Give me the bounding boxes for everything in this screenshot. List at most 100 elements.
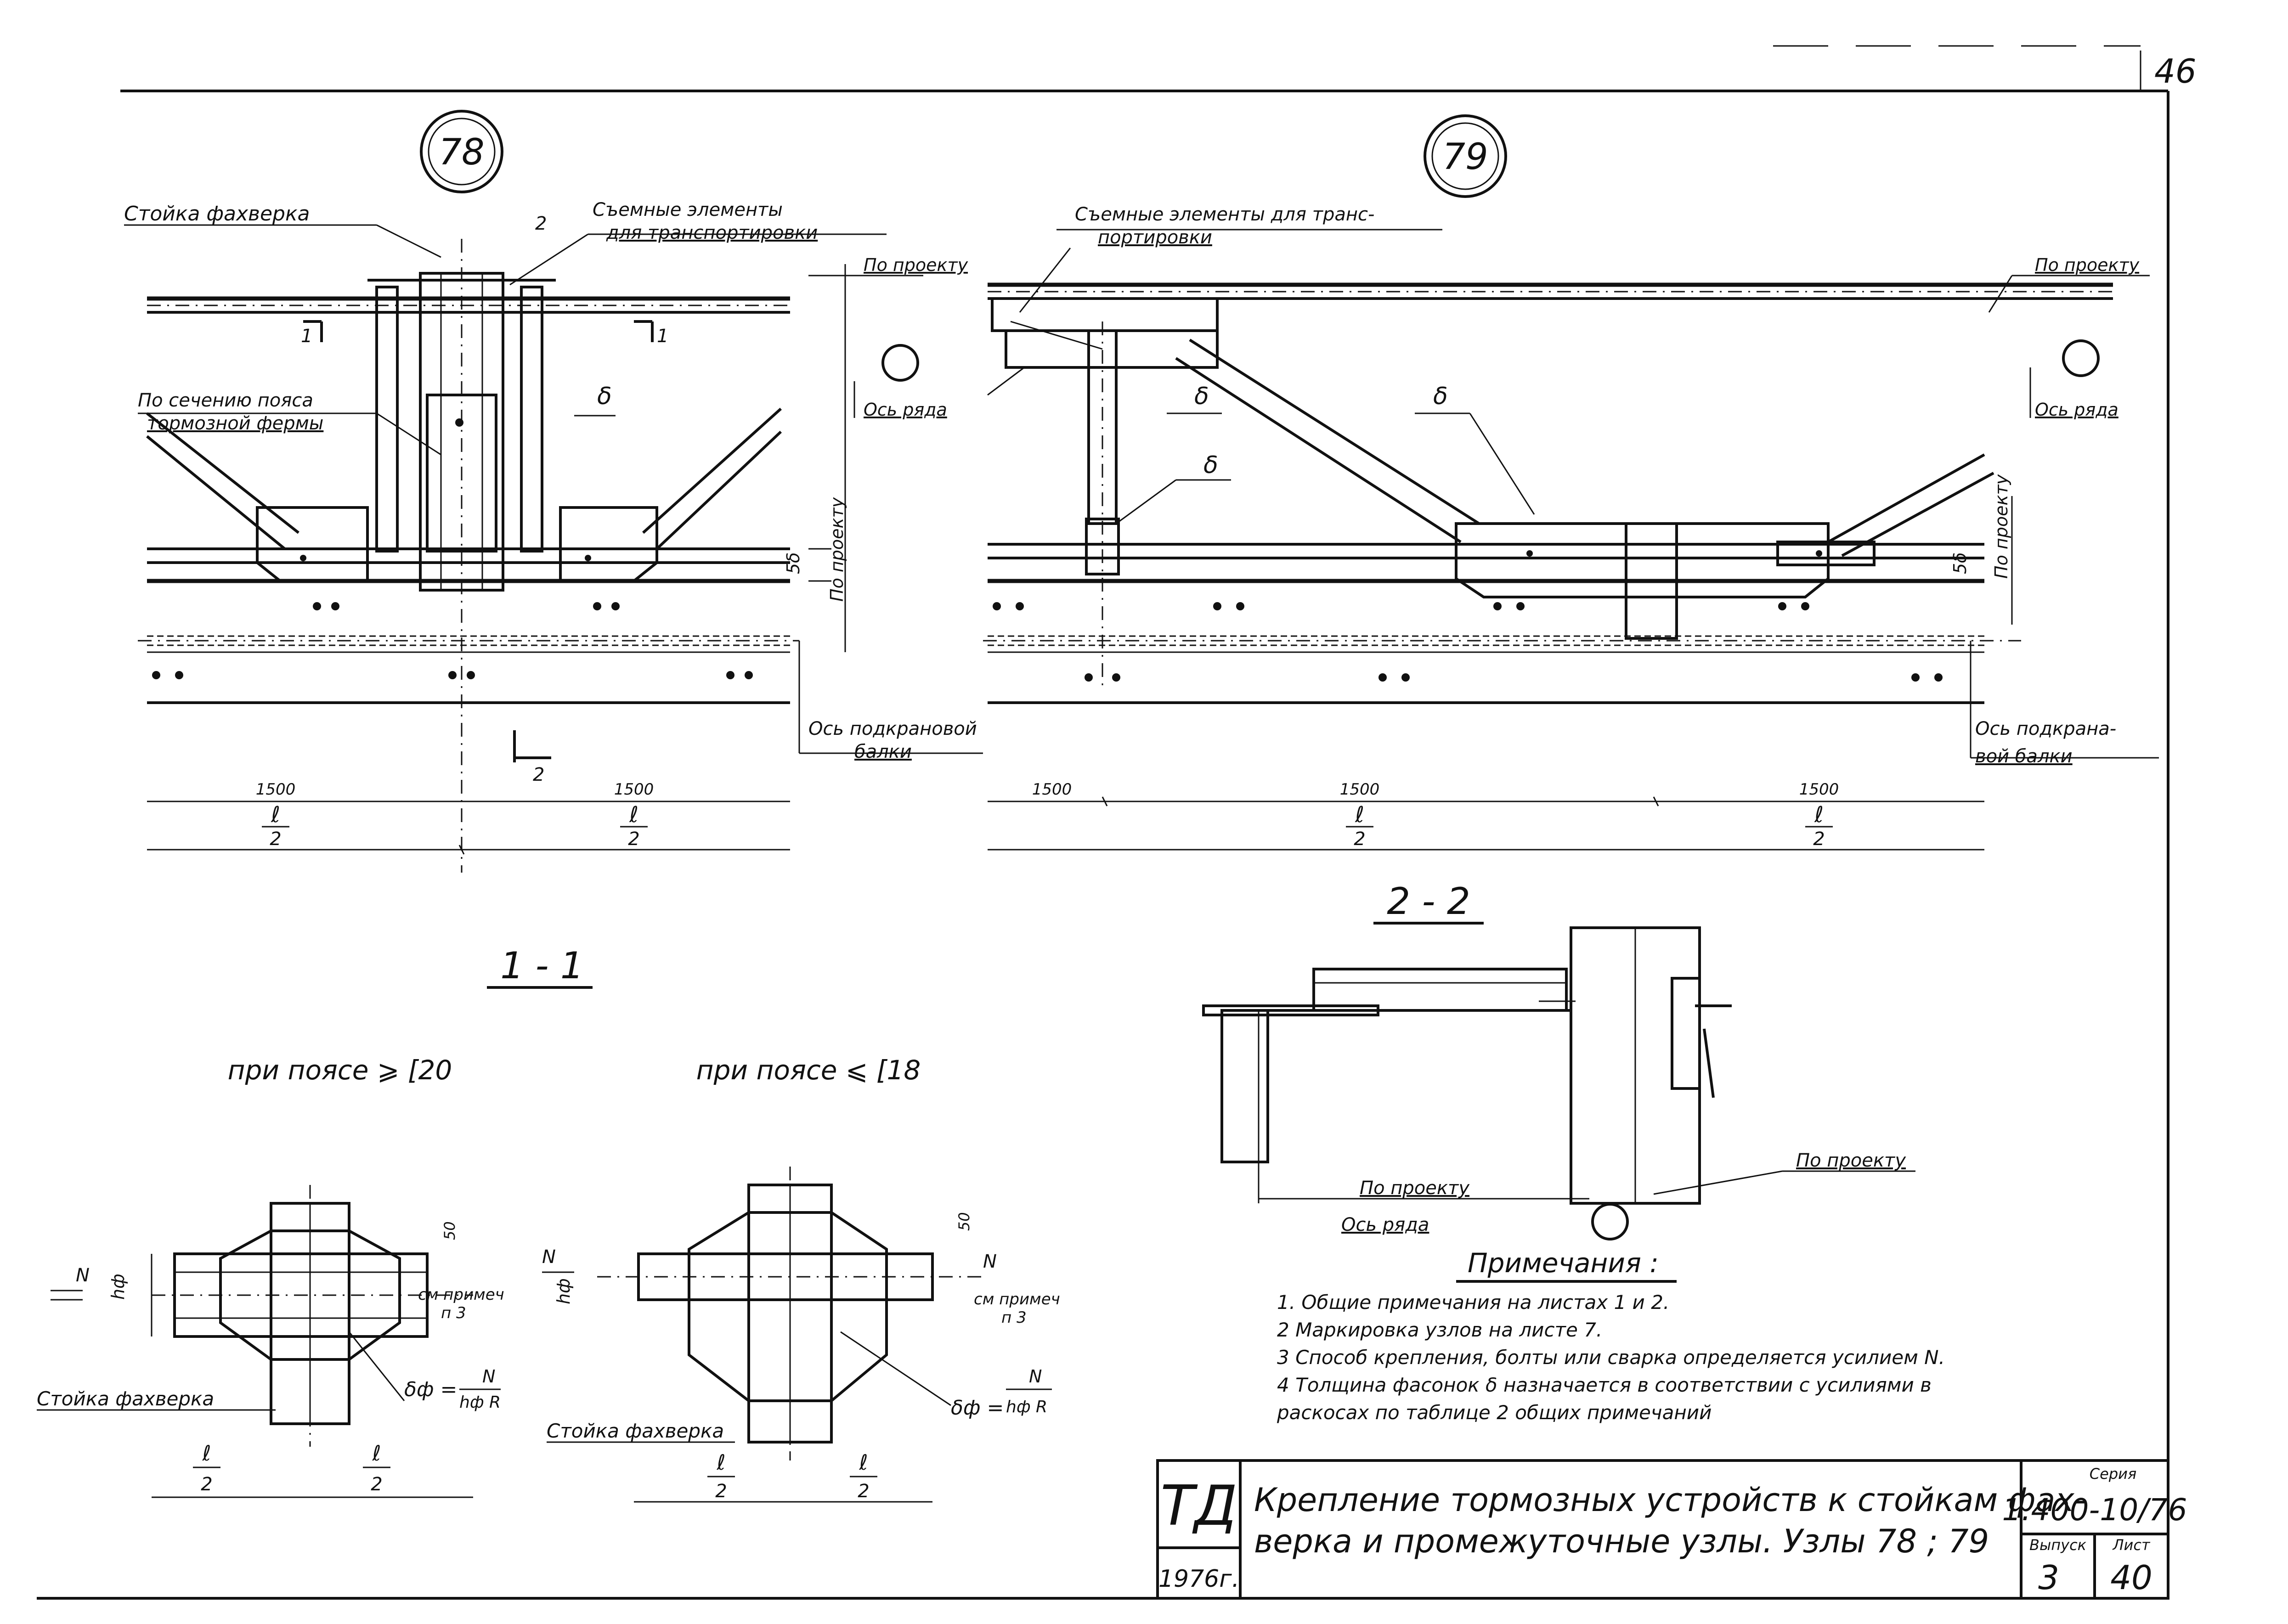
tb-sheet-value: 40	[2110, 1558, 2152, 1597]
row-axis-bubble-2-2	[1591, 1203, 1629, 1241]
note-2: 2 Маркировка узлов на листе 7.	[1277, 1319, 1602, 1341]
label-faxverk-post-right: Стойка фахверка	[547, 1420, 724, 1442]
note-4: 4 Толщина фасонок δ назначается в соотве…	[1277, 1374, 1932, 1396]
node-79-marker-inner	[1431, 122, 1499, 190]
tb-series-value: 1.400-10/76	[2002, 1492, 2187, 1528]
dim-78-right-den: 2	[628, 829, 639, 850]
label-removable-79b: портировки	[1098, 227, 1212, 248]
dim-79-value-3: 1500	[1799, 780, 1839, 799]
label-crane-axis-79b: вой балки	[1975, 746, 2073, 767]
label-see-note-right-2: п 3	[1001, 1308, 1027, 1327]
label-row-axis-78: Ось ряда	[864, 400, 947, 420]
tb-issue-value: 3	[2038, 1558, 2059, 1597]
notes-heading: Примечания :	[1468, 1247, 1659, 1279]
label-by-project-top-78: По проекту	[864, 255, 968, 275]
node-78: 78 Стойка фахверка Съемные элементы для …	[124, 110, 983, 873]
formula-right-lhs: δф =	[951, 1396, 1004, 1420]
note-1: 1. Общие примечания на листах 1 и 2.	[1277, 1291, 1669, 1314]
label-removable-78: Съемные элементы	[593, 199, 783, 220]
label-see-note-right: см примеч	[974, 1290, 1060, 1308]
tb-org: ТД	[1160, 1474, 1237, 1538]
node-78-number: 78	[439, 132, 484, 173]
label-faxverk-post-78: Стойка фахверка	[124, 202, 310, 226]
section-mark-1-left: 1	[301, 326, 312, 347]
dim-11-right-den-a: 2	[715, 1481, 727, 1502]
label-crane-axis-78: Ось подкрановой	[808, 718, 977, 739]
row-axis-bubble-79	[2062, 339, 2100, 377]
formula-left-den: hф R	[459, 1393, 501, 1412]
label-row-axis-2-2: Ось ряда	[1341, 1214, 1429, 1235]
dim-11-left-num-a: ℓ	[202, 1441, 211, 1466]
tb-title-line2: верка и промежуточные узлы. Узлы 78 ; 79	[1254, 1522, 1989, 1560]
node-79-marker-outer	[1424, 114, 1507, 198]
label-by-chord-78b: тормозной фермы	[147, 413, 323, 434]
section-mark-2-bottom: 2	[533, 764, 544, 785]
dim-79-den-2: 2	[1354, 829, 1365, 850]
node-79-number: 79	[1442, 136, 1488, 178]
label-see-note-left: см примеч	[418, 1286, 504, 1304]
note-4-cont: раскосах по таблице 2 общих примечаний	[1277, 1401, 1712, 1424]
dim-78-left-num: ℓ	[271, 802, 280, 828]
page-number: 46	[2154, 52, 2197, 90]
section-1-1-left-detail: N hф 50 см примеч п 3 Стойка фахверка δф…	[37, 1185, 504, 1498]
label-removable-78b: для транспортировки	[606, 222, 818, 243]
formula-right-num: N	[1029, 1366, 1042, 1387]
dim-79-value-2: 1500	[1340, 780, 1380, 799]
notes: Примечания : 1. Общие примечания на лист…	[1277, 1247, 1945, 1424]
label-see-note-left-2: п 3	[441, 1304, 466, 1322]
label-50-right: 50	[955, 1212, 973, 1231]
section-2-2: 2 - 2 По проекту Ось ряда По проекту	[1202, 880, 1915, 1241]
label-N-right-b: N	[983, 1251, 997, 1272]
node-78-marker-outer	[420, 110, 503, 193]
tb-title-line1: Крепление тормозных устройств к стойкам …	[1254, 1481, 2086, 1519]
label-delta-79-b: δ	[1203, 451, 1218, 479]
title-block: ТД 1976г. Крепление тормозных устройств …	[1156, 1459, 2187, 1600]
formula-left-lhs: δф =	[404, 1378, 457, 1401]
dim-78-right-value: 1500	[614, 780, 654, 799]
removable-box-2-2	[1312, 968, 1568, 1012]
formula-right-den: hф R	[1006, 1398, 1047, 1416]
dim-11-left-den-a: 2	[201, 1474, 212, 1495]
section-1-1: 1 - 1 при поясе ⩾ [20 при поясе ⩽ [18 N …	[37, 944, 1060, 1503]
section-1-1-caption-right: при поясе ⩽ [18	[696, 1054, 921, 1086]
dim-11-right-num-b: ℓ	[859, 1450, 868, 1475]
label-N-right-a: N	[542, 1246, 556, 1268]
section-mark-2-top: 2	[535, 213, 547, 234]
label-row-axis-79: Ось ряда	[2035, 400, 2119, 420]
dim-79-num-3: ℓ	[1814, 802, 1824, 828]
label-by-project-2-2-a: По проекту	[1360, 1178, 1470, 1199]
tb-series-label: Серия	[2090, 1465, 2136, 1483]
section-1-1-title: 1 - 1	[500, 944, 584, 987]
formula-left-num: N	[482, 1366, 495, 1387]
label-hf-left: hф	[108, 1274, 128, 1300]
label-N-left: N	[76, 1265, 90, 1286]
dim-11-left-den-b: 2	[371, 1474, 382, 1495]
label-faxverk-post-left: Стойка фахверка	[37, 1387, 214, 1410]
dim-11-right-den-b: 2	[858, 1481, 869, 1502]
label-delta-79-a: δ	[1194, 383, 1209, 410]
note-3: 3 Способ крепления, болты или сварка опр…	[1277, 1346, 1945, 1369]
label-by-chord-78: По сечению пояса	[138, 390, 313, 411]
dim-78-right-num: ℓ	[629, 802, 638, 828]
label-delta-79-c: δ	[1433, 383, 1448, 410]
dim-11-left-num-b: ℓ	[372, 1441, 381, 1466]
dim-11-right-num-a: ℓ	[716, 1450, 725, 1475]
label-5delta-78: 5δ	[783, 553, 803, 574]
label-by-project-top-79: По проекту	[2035, 255, 2140, 275]
dim-79-den-3: 2	[1813, 829, 1825, 850]
dim-78-left-value: 1500	[256, 780, 296, 799]
tb-issue-label: Выпуск	[2029, 1536, 2087, 1554]
node-78-marker-inner	[428, 118, 496, 186]
tb-sheet-label: Лист	[2112, 1536, 2150, 1554]
label-50-left: 50	[441, 1221, 458, 1240]
section-2-2-title: 2 - 2	[1387, 880, 1470, 923]
section-1-1-right-detail: N hф N 50 см примеч п 3 Стойка фахверка …	[542, 1167, 1060, 1503]
joint-plate-78	[426, 394, 497, 553]
label-5delta-79: 5δ	[1950, 553, 1970, 574]
row-axis-bubble-78	[881, 344, 919, 382]
label-delta-78: δ	[597, 383, 612, 410]
label-removable-79: Съемные элементы для транс-	[1075, 204, 1374, 225]
dim-78-left-den: 2	[270, 829, 281, 850]
label-by-project-side-79: По проекту	[1991, 474, 2011, 579]
label-crane-axis-78b: балки	[854, 741, 912, 762]
